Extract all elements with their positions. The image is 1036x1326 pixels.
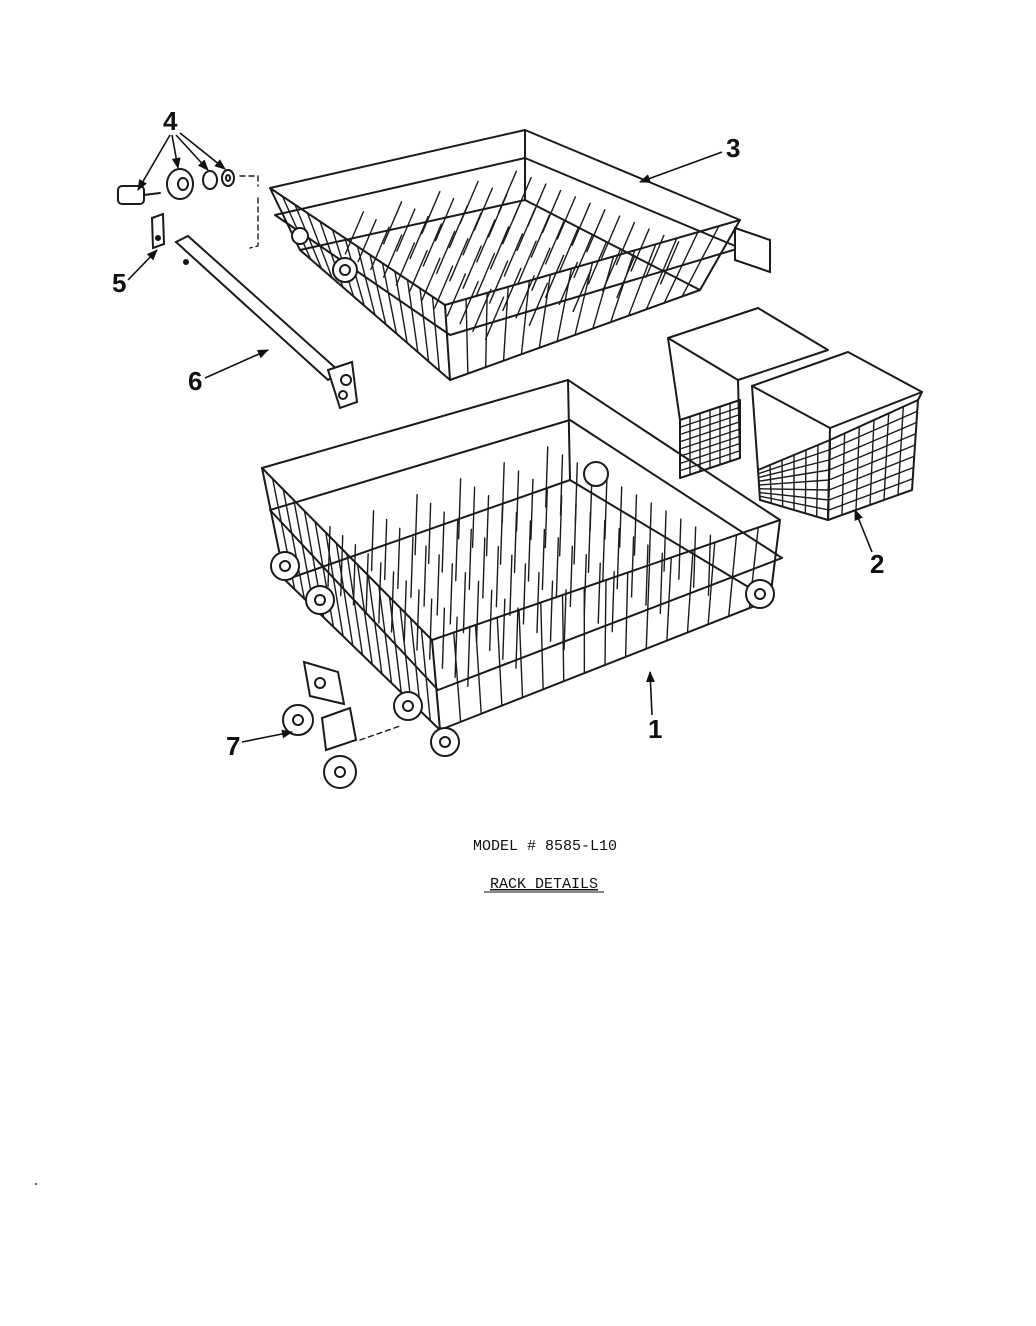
silverware-baskets [667, 307, 923, 521]
section-title: RACK DETAILS [490, 876, 598, 893]
wheel-clip-assembly [282, 660, 401, 789]
model-number: MODEL # 8585-L10 [473, 838, 617, 855]
callout-leaders [127, 132, 873, 743]
rail-bracket [150, 212, 166, 250]
callout-7: 7 [226, 731, 240, 761]
callout-5: 5 [112, 268, 126, 298]
callout-2: 2 [870, 549, 884, 579]
callout-4: 4 [163, 106, 178, 136]
upper-rack [269, 129, 771, 381]
callout-1: 1 [648, 714, 662, 744]
scan-speck [35, 1183, 37, 1185]
callout-3: 3 [726, 133, 740, 163]
callout-6: 6 [188, 366, 202, 396]
slide-rail [174, 234, 359, 410]
lower-rack [261, 379, 783, 757]
roller-axle-assembly [117, 168, 259, 249]
